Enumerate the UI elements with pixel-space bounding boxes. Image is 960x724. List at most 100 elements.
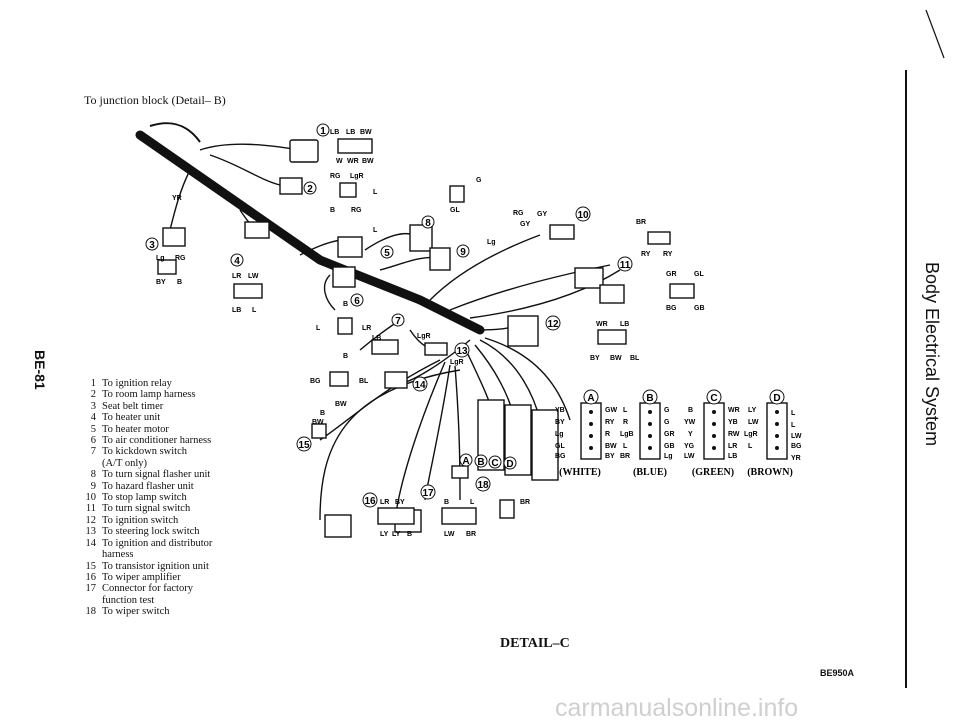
wire-label: B xyxy=(343,301,348,308)
wire-label: 9 xyxy=(460,247,466,258)
callout-11: 11 xyxy=(617,256,633,272)
legend-number: 17 xyxy=(85,583,97,595)
legend-number: 10 xyxy=(85,492,97,504)
corner-mark xyxy=(925,9,945,59)
wire-label: BY xyxy=(156,279,166,286)
wire-label: R xyxy=(623,419,628,426)
wire-label: LW xyxy=(444,531,455,538)
connector-13 xyxy=(424,342,448,356)
wire-label: YR xyxy=(172,195,182,202)
connector-2-face xyxy=(339,182,357,198)
wire-label: BW xyxy=(312,419,324,426)
wire-label: L xyxy=(623,407,628,414)
wire-label: 1 xyxy=(320,126,326,137)
wire-label: BG xyxy=(666,305,677,312)
wire-label: LW xyxy=(248,273,259,280)
wire-label: L xyxy=(791,422,796,429)
legend-number: 12 xyxy=(85,514,97,526)
wire-label: L xyxy=(252,307,257,314)
diagram-shape xyxy=(503,456,517,470)
wire-label: 15 xyxy=(298,440,310,451)
wire-label: LR xyxy=(380,499,389,506)
legend-number: 4 xyxy=(90,412,96,424)
legend-text: To turn signal flasher unit xyxy=(102,469,211,481)
main-harness xyxy=(135,130,485,335)
callout-1: 1 xyxy=(316,123,330,137)
diagram-shape xyxy=(712,434,716,438)
connector-18 xyxy=(451,465,469,479)
connector-7 xyxy=(371,339,399,355)
diagram-shape xyxy=(350,293,364,307)
wire-label: Lg xyxy=(555,431,564,438)
wire-label: RY xyxy=(663,251,673,258)
diagram-shape xyxy=(319,369,461,521)
legend-text: function test xyxy=(102,594,155,606)
legend-number: 1 xyxy=(90,378,96,389)
diagram-shape xyxy=(648,422,652,426)
legend-number: 8 xyxy=(90,469,96,481)
diagram-shape xyxy=(712,446,716,450)
legend-item: function test xyxy=(78,595,242,606)
wire-label: LY xyxy=(392,531,401,538)
wire-label: 10 xyxy=(577,210,589,221)
diagram-shape xyxy=(316,123,330,137)
legend-number: 7 xyxy=(90,446,96,458)
wire-label: LY xyxy=(748,407,757,414)
connector-6-face xyxy=(337,317,353,335)
connector-16-face xyxy=(377,507,415,525)
connector-shapes xyxy=(157,138,788,538)
legend-number: 11 xyxy=(85,503,96,515)
wire-label: YB xyxy=(555,407,565,414)
wire-label: 2 xyxy=(307,184,313,195)
connector-4-plug xyxy=(244,221,270,239)
callout-2: 2 xyxy=(303,181,317,195)
wire-label: YW xyxy=(684,419,696,426)
wire-label: BW xyxy=(610,355,622,362)
wire-label: LY xyxy=(380,531,389,538)
wire-label: 3 xyxy=(149,240,155,251)
legend-text: To steering lock switch xyxy=(102,526,200,538)
page-divider xyxy=(905,70,907,688)
wire-label: BR xyxy=(466,531,476,538)
diagram-shape xyxy=(589,422,593,426)
watermark: carmanualsonline.info xyxy=(555,694,799,722)
wire-label: G xyxy=(664,407,670,414)
callout-9: 9 xyxy=(456,244,470,258)
connector-10-face xyxy=(647,231,671,245)
figure-code: BE950A xyxy=(820,668,855,678)
legend-text: To room lamp harness xyxy=(102,389,196,401)
diagram-shape xyxy=(169,169,191,231)
legend-number: 18 xyxy=(85,606,97,618)
harness-heading: To junction block (Detail– B) xyxy=(84,93,226,107)
harness-end-loop xyxy=(149,122,201,143)
wire-label: LgB xyxy=(620,431,634,438)
legend-number: 13 xyxy=(85,526,97,538)
wire-label: WR xyxy=(347,158,359,165)
wire-label: LgR xyxy=(417,333,431,340)
label-brown: (BROWN) xyxy=(747,467,793,478)
diagram-shape xyxy=(296,436,312,452)
wire-label: 8 xyxy=(425,218,431,229)
connector-pins xyxy=(589,410,779,450)
legend-number: 5 xyxy=(90,423,96,435)
connector-11b xyxy=(599,284,625,304)
legend-text: To transistor ignition unit xyxy=(102,560,209,572)
label-green: (GREEN) xyxy=(692,467,734,478)
legend-text: To wiper amplifier xyxy=(102,571,181,583)
diagram-shape xyxy=(617,256,633,272)
diagram-shape xyxy=(420,484,436,500)
wire-label: RG xyxy=(351,207,362,214)
callout-A-body: A xyxy=(459,453,473,467)
wire-label: 4 xyxy=(234,256,240,267)
callout-3: 3 xyxy=(145,237,159,251)
wire-label: LB xyxy=(330,129,339,136)
diagram-shape xyxy=(199,143,301,151)
wire-label: B xyxy=(646,393,653,404)
diagram-shape xyxy=(648,434,652,438)
